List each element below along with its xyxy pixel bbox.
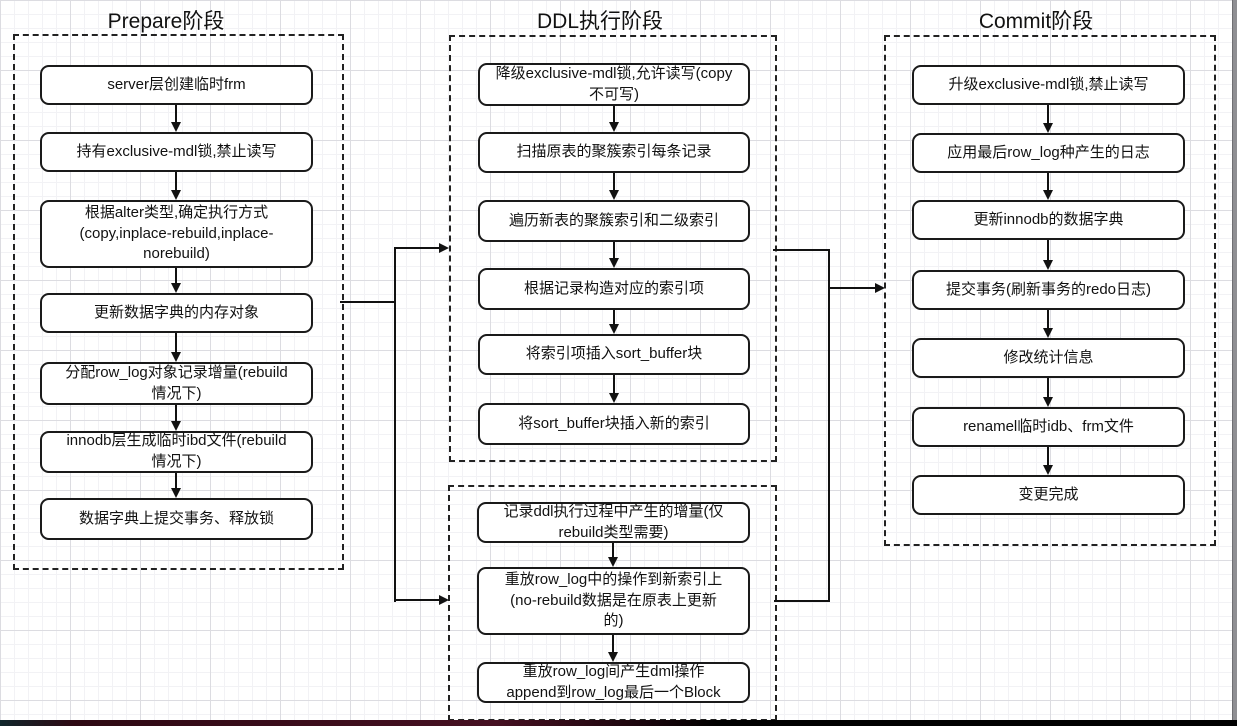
arrow-down-icon [609, 106, 619, 132]
ddl-step-replay-rowlog: 重放row_log中的操作到新索引上 (no-rebuild数据是在原表上更新 … [477, 567, 750, 635]
phase-title-ddl: DDL执行阶段 [536, 10, 664, 33]
arrow-down-icon [1043, 173, 1053, 200]
arrow-down-icon [171, 333, 181, 362]
commit-step-done: 变更完成 [912, 475, 1185, 515]
phase-title-prepare: Prepare阶段 [107, 10, 225, 33]
arrow-down-icon [608, 635, 618, 662]
ddl-step-insert-sortbuffer: 将索引项插入sort_buffer块 [478, 334, 750, 375]
arrow-down-icon [1043, 447, 1053, 475]
arrow-down-icon [1043, 105, 1053, 133]
phase-title-commit: Commit阶段 [978, 10, 1094, 33]
ddl-step-append-rowlog: 重放row_log间产生dml操作 append到row_log最后一个Bloc… [477, 662, 750, 703]
arrow-down-icon [171, 473, 181, 498]
commit-step-update-stats: 修改统计信息 [912, 338, 1185, 378]
connector-ddl-scan-out-line [773, 249, 830, 251]
ddl-step-record-increment: 记录ddl执行过程中产生的增量(仅 rebuild类型需要) [477, 502, 750, 543]
connector-ddl-merge-line [828, 249, 830, 602]
prepare-step-create-frm: server层创建临时frm [40, 65, 313, 105]
prepare-step-create-ibd: innodb层生成临时ibd文件(rebuild 情况下) [40, 431, 313, 473]
connector-prepare-out-line [340, 301, 396, 303]
ddl-step-sortbuffer-to-index: 将sort_buffer块插入新的索引 [478, 403, 750, 445]
connector-prepare-branch-line [394, 247, 396, 602]
commit-phase-container [884, 35, 1216, 546]
arrow-down-icon [1043, 310, 1053, 338]
prepare-step-hold-mdl: 持有exclusive-mdl锁,禁止读写 [40, 132, 313, 172]
arrow-down-icon [171, 405, 181, 431]
window-bottom-edge [0, 720, 1237, 726]
ddl-step-build-entry: 根据记录构造对应的索引项 [478, 268, 750, 310]
arrow-down-icon [609, 173, 619, 200]
ddl-step-traverse-index: 遍历新表的聚簇索引和二级索引 [478, 200, 750, 242]
prepare-step-commit-release: 数据字典上提交事务、释放锁 [40, 498, 313, 540]
arrow-down-icon [171, 172, 181, 200]
arrow-down-icon [1043, 378, 1053, 407]
prepare-step-alter-type: 根据alter类型,确定执行方式 (copy,inplace-rebuild,i… [40, 200, 313, 268]
commit-step-upgrade-mdl: 升级exclusive-mdl锁,禁止读写 [912, 65, 1185, 105]
prepare-step-update-dict: 更新数据字典的内存对象 [40, 293, 313, 333]
commit-step-apply-rowlog: 应用最后row_log种产生的日志 [912, 133, 1185, 173]
arrow-right-icon [829, 283, 885, 293]
arrow-down-icon [1043, 240, 1053, 270]
arrow-down-icon [171, 268, 181, 293]
commit-step-rename-files: renamel临时idb、frm文件 [912, 407, 1185, 447]
arrow-down-icon [609, 375, 619, 403]
ddl-step-scan-cluster: 扫描原表的聚簇索引每条记录 [478, 132, 750, 173]
commit-step-commit-trx: 提交事务(刷新事务的redo日志) [912, 270, 1185, 310]
ddl-step-downgrade-mdl: 降级exclusive-mdl锁,允许读写(copy 不可写) [478, 63, 750, 106]
commit-step-update-innodb-dict: 更新innodb的数据字典 [912, 200, 1185, 240]
arrow-right-icon [395, 243, 449, 253]
arrow-right-icon [395, 595, 449, 605]
arrow-down-icon [171, 105, 181, 132]
arrow-down-icon [609, 310, 619, 334]
scrollbar-track[interactable] [1232, 0, 1237, 720]
prepare-step-alloc-rowlog: 分配row_log对象记录增量(rebuild 情况下) [40, 362, 313, 405]
arrow-down-icon [608, 543, 618, 567]
connector-ddl-replay-out-line [774, 600, 830, 602]
ddl-scan-container [449, 35, 777, 462]
arrow-down-icon [609, 242, 619, 268]
